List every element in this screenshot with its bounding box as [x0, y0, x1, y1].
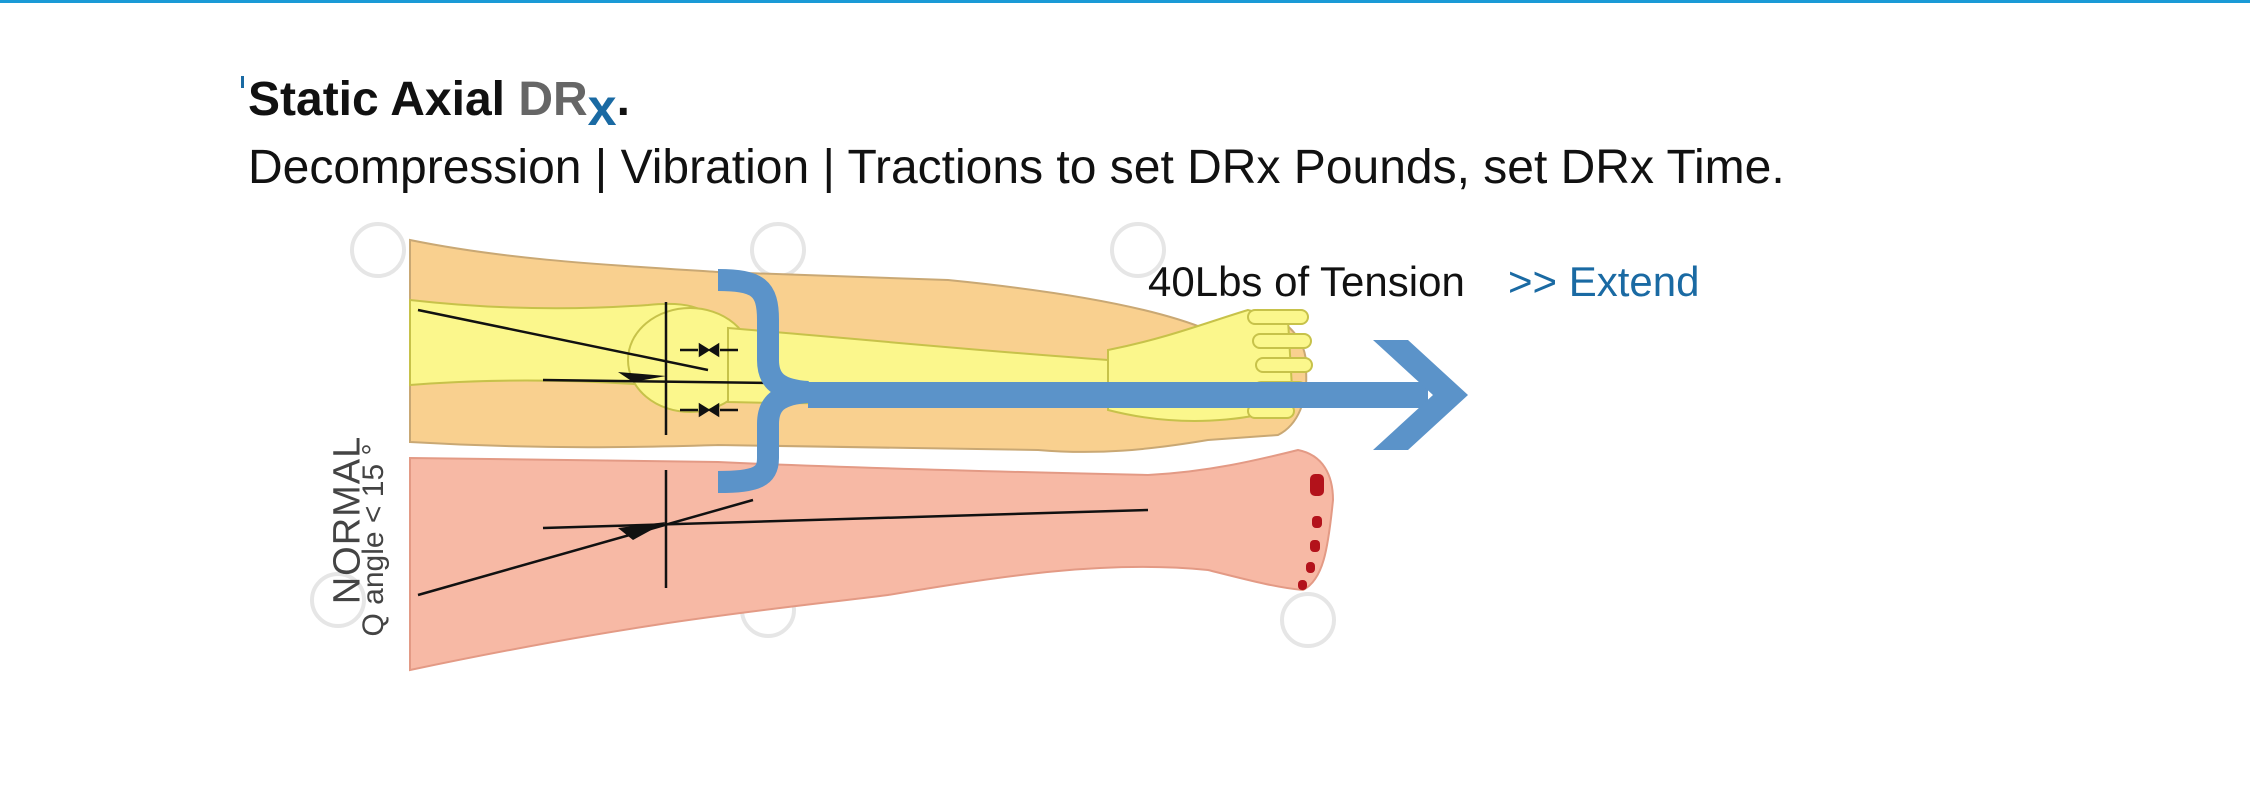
extend-label: >> Extend [1508, 258, 1700, 305]
brace-clamp-icon [717, 269, 810, 493]
title-brand-x: x [587, 79, 617, 137]
top-accent-rule [0, 0, 2250, 3]
right-arrow-icon [808, 340, 1468, 450]
title-tick-mark [241, 76, 244, 88]
slide-title: Static Axial DRx. [248, 68, 630, 137]
joint-space-arrows [680, 342, 738, 418]
q-angle-label: Q angle < 15 ° [357, 443, 390, 637]
title-brand-dr: DR [518, 73, 588, 126]
title-prefix: Static Axial [248, 73, 519, 126]
toenails [1298, 474, 1324, 590]
tension-label: 40Lbs of Tension [1148, 258, 1465, 305]
slide-subtitle: Decompression | Vibration | Tractions to… [248, 141, 1785, 194]
upper-angle-marker [618, 372, 666, 382]
title-suffix: . [616, 73, 630, 126]
leg-traction-illustration [310, 222, 1468, 672]
lower-leg-skin [409, 448, 1335, 672]
lower-angle-marker [618, 522, 666, 540]
